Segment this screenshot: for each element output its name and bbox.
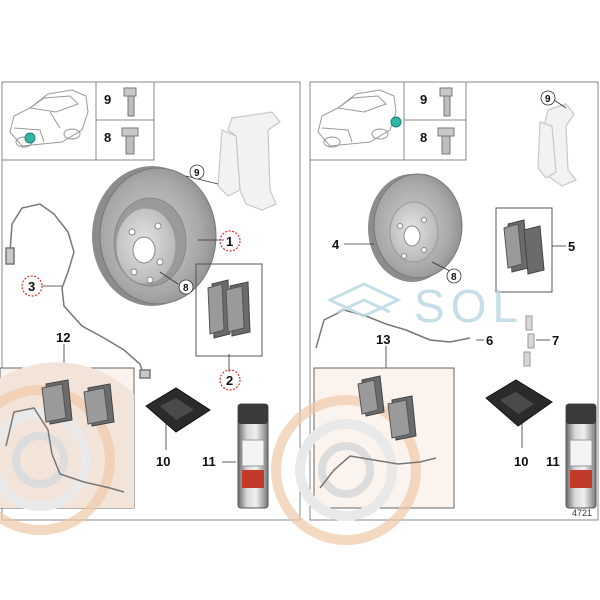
- label-10: 10: [156, 454, 170, 469]
- label-4: 4: [332, 237, 340, 252]
- watermark: SOL: [326, 280, 524, 332]
- bolt-icon-right: [439, 87, 453, 117]
- label-9: 9: [194, 168, 200, 179]
- label-8: 8: [183, 283, 189, 294]
- right-bolt-box: [403, 81, 467, 161]
- label-10-right: 10: [514, 454, 528, 469]
- label-7: 7: [552, 333, 559, 348]
- rear-wear-sensor: [315, 309, 471, 349]
- location-dot: [24, 132, 36, 144]
- watermark-text: SOL: [414, 280, 524, 332]
- rear-brake-pads: [503, 219, 545, 275]
- label-12: 12: [56, 330, 70, 345]
- sensor-clips: [523, 315, 535, 367]
- highlight-circle-2: [219, 369, 241, 391]
- rear-brake-disc: [368, 173, 463, 282]
- label-1: 1: [226, 234, 233, 249]
- kit-pads-right: [357, 375, 417, 441]
- label-5: 5: [568, 239, 575, 254]
- label-11: 11: [202, 454, 216, 469]
- left-panel: 9 8: [0, 81, 301, 535]
- label-11-right: 11: [546, 454, 560, 469]
- kit-sensor-right: [319, 455, 437, 489]
- highlight-circle-3: [21, 275, 43, 297]
- label-9-header: 9: [104, 92, 111, 107]
- brake-pads: [207, 279, 251, 339]
- guide-bolt-icon: [121, 127, 139, 155]
- label-8-right: 8: [451, 272, 457, 283]
- left-bolt-box: [95, 81, 155, 161]
- bolt-icon: [123, 87, 137, 117]
- label-6: 6: [486, 333, 493, 348]
- car-location-icon: [9, 89, 89, 148]
- label-2: 2: [226, 373, 233, 388]
- wear-sensor: [5, 203, 151, 379]
- right-panel: 9 8 9: [271, 81, 599, 545]
- highlight-circle-1: [219, 230, 241, 252]
- label-8-header-right: 8: [420, 130, 427, 145]
- diagram-id: 4721: [572, 508, 592, 518]
- label-8-header: 8: [104, 130, 111, 145]
- spray-can: [237, 403, 269, 509]
- grease-pouch-right: [485, 379, 553, 427]
- watermark-logo-icon: [326, 282, 402, 318]
- car-location-icon-right: [317, 89, 397, 148]
- kit-sensor: [5, 407, 125, 493]
- caliper-carrier-right: [537, 103, 577, 187]
- kit-pads: [41, 379, 115, 427]
- kit-background-rings-right: [271, 395, 421, 545]
- pad-box-5: [495, 207, 553, 293]
- label-9-right: 9: [545, 94, 551, 105]
- brake-disc: [92, 166, 217, 306]
- label-3: 3: [28, 279, 35, 294]
- location-dot-right: [390, 116, 402, 128]
- spray-can-right: [565, 403, 597, 509]
- label-13: 13: [376, 332, 390, 347]
- label-9-header-right: 9: [420, 92, 427, 107]
- grease-pouch: [145, 387, 211, 433]
- guide-bolt-icon-right: [437, 127, 455, 155]
- caliper-carrier: [217, 111, 281, 211]
